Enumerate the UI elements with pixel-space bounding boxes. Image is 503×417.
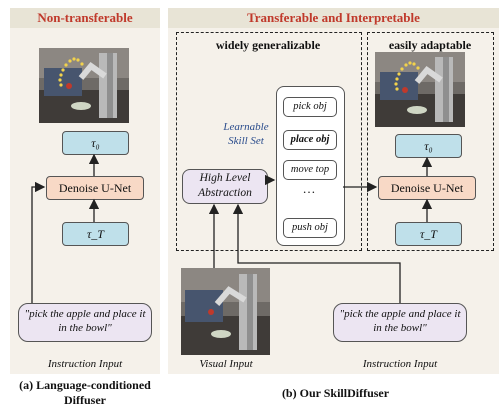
instruction-text: "pick the apple and place it in the bowl…	[339, 308, 461, 334]
skill-set-label-line1: Learnable	[223, 121, 269, 133]
adaptable-dashed-region	[367, 32, 494, 251]
instruction-box-b: "pick the apple and place it in the bowl…	[333, 303, 467, 342]
skill-set-label-line2: Skill Set	[228, 135, 264, 147]
panel-a-title: Non-transferable	[10, 8, 160, 28]
skill-place-obj: place obj	[283, 130, 337, 150]
robot-scene-image-b-top	[375, 52, 465, 127]
skill-push-obj: push obj	[283, 218, 337, 238]
visual-input-label: Visual Input	[199, 358, 253, 370]
learnable-skill-set-label: Learnable Skill Set	[216, 120, 276, 148]
tau-t-label: τ_T	[87, 227, 104, 241]
instruction-input-label-b: Instruction Input	[362, 358, 438, 370]
robot-scene-illustration	[375, 52, 465, 127]
tau-0-label: τ₀	[91, 136, 100, 150]
caption-a-line1: (a) Language-conditioned	[19, 378, 151, 392]
robot-scene-illustration	[181, 268, 270, 355]
instruction-input-label-a: Instruction Input	[47, 358, 123, 370]
tau-t-box-a: τ_T	[62, 222, 129, 246]
caption-b: (b) Our SkillDiffuser	[281, 386, 390, 400]
robot-scene-image-a	[39, 48, 129, 123]
denoise-unet-box-b: Denoise U-Net	[378, 176, 476, 200]
tau-0-label: τ₀	[424, 139, 433, 153]
abstraction-line2: Abstraction	[198, 187, 252, 199]
abstraction-line1: High Level	[199, 172, 251, 184]
tau-t-box-b: τ_T	[395, 222, 462, 246]
widely-generalizable-label: widely generalizable	[215, 38, 321, 52]
denoise-unet-label: Denoise U-Net	[58, 181, 132, 195]
skill-pick-obj: pick obj	[283, 97, 337, 117]
instruction-box-a: "pick the apple and place it in the bowl…	[18, 303, 152, 342]
skill-move-top: move top	[283, 160, 337, 180]
generalizable-dashed-region	[176, 32, 362, 251]
instruction-text: "pick the apple and place it in the bowl…	[24, 308, 146, 334]
tau-t-label: τ_T	[420, 227, 437, 241]
denoise-unet-box-a: Denoise U-Net	[46, 176, 144, 200]
robot-scene-illustration	[39, 48, 129, 123]
high-level-abstraction-box: High Level Abstraction	[182, 169, 268, 204]
panel-b-title: Transferable and Interpretable	[168, 8, 499, 28]
skill-ellipsis: …	[302, 181, 316, 196]
denoise-unet-label: Denoise U-Net	[390, 181, 464, 195]
visual-input-image	[181, 268, 270, 355]
caption-a-line2: Diffuser	[64, 393, 106, 407]
easily-adaptable-label: easily adaptable	[388, 38, 472, 52]
